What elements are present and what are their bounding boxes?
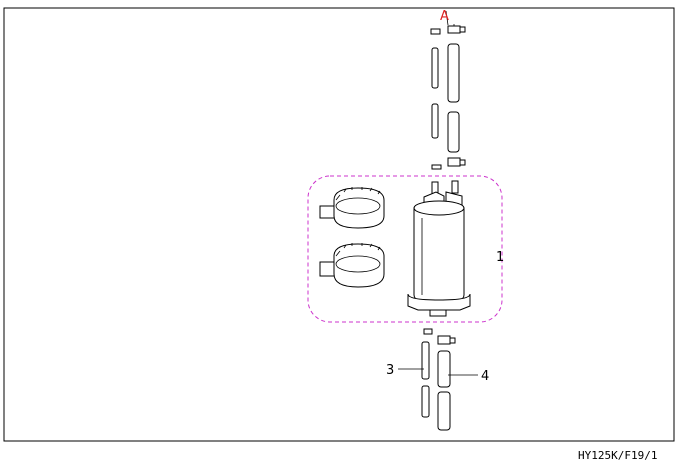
lower-hose-4-lower: [437, 391, 451, 431]
lower-hose-group: [421, 328, 456, 431]
fuel-pump-assembly-outline: [307, 175, 503, 323]
lower-hose-3-lower: [421, 385, 430, 418]
callout-1: 1: [496, 250, 504, 265]
upper-hose-left-1: [431, 47, 439, 89]
mid-clip-connector: [447, 157, 466, 167]
fuel-pump-body: [407, 180, 471, 317]
upper-hose-right-2: [447, 111, 460, 153]
lower-clip-connector: [437, 335, 456, 345]
mid-clip-small: [431, 164, 442, 170]
diagram-frame: [3, 7, 675, 442]
callout-4: 4: [481, 369, 489, 384]
pump-bracket-lower: [319, 243, 385, 288]
upper-hose-group: [430, 10, 466, 170]
callout-a: A: [440, 9, 449, 24]
callout-3: 3: [386, 363, 394, 378]
lower-hose-3-upper: [421, 341, 430, 380]
upper-clip-connector: [447, 24, 466, 34]
upper-hose-left-2: [431, 103, 439, 139]
upper-clip-small: [430, 28, 441, 35]
lower-clip-small: [423, 328, 433, 335]
lower-hose-4-upper: [437, 350, 451, 388]
drawing-code: HY125K/F19/1: [578, 449, 657, 462]
upper-hose-right-1: [447, 43, 460, 103]
pump-bracket-upper: [319, 187, 385, 229]
